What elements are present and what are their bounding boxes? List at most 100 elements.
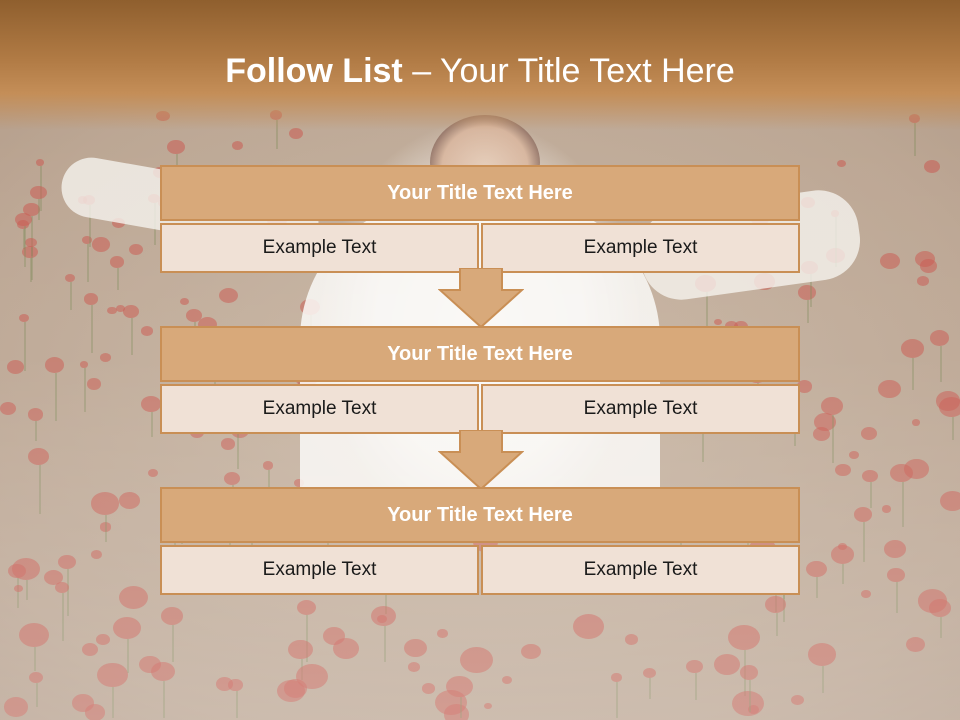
down-arrow-icon bbox=[438, 430, 524, 490]
poppy-flower bbox=[837, 159, 846, 167]
poppy-stem bbox=[171, 624, 174, 663]
block-cell-right: Example Text bbox=[481, 545, 800, 595]
poppy-flower bbox=[911, 418, 921, 426]
poppy-flower bbox=[44, 570, 64, 586]
poppy-stem bbox=[31, 215, 34, 256]
poppy-stem bbox=[870, 482, 873, 508]
poppy-stem bbox=[54, 372, 57, 422]
poppy-flower bbox=[812, 426, 831, 441]
poppy-flower bbox=[147, 468, 158, 477]
block-title: Your Title Text Here bbox=[160, 487, 800, 543]
poppy-flower bbox=[96, 634, 110, 646]
poppy-flower bbox=[30, 186, 47, 200]
block-cell-left: Example Text bbox=[160, 545, 479, 595]
block-cell-left: Example Text bbox=[160, 223, 479, 273]
poppy-flower bbox=[86, 378, 102, 390]
poppy-stem bbox=[23, 226, 26, 268]
poppy-stem bbox=[694, 673, 697, 700]
poppy-flower bbox=[277, 680, 306, 703]
poppy-flower bbox=[862, 469, 879, 483]
poppy-flower bbox=[288, 639, 313, 660]
poppy-flower bbox=[18, 623, 49, 648]
poppy-flower bbox=[141, 326, 154, 336]
poppy-flower bbox=[83, 293, 99, 305]
poppy-flower bbox=[99, 352, 112, 363]
poppy-flower bbox=[854, 507, 873, 522]
poppy-flower bbox=[27, 448, 50, 466]
poppy-flower bbox=[643, 667, 656, 678]
poppy-flower bbox=[91, 237, 111, 252]
poppy-flower bbox=[408, 662, 421, 673]
poppy-flower bbox=[0, 402, 17, 416]
poppy-flower bbox=[160, 607, 183, 625]
poppy-flower bbox=[878, 379, 902, 399]
poppy-flower bbox=[64, 273, 76, 282]
poppy-stem bbox=[914, 123, 917, 157]
poppy-flower bbox=[916, 275, 930, 286]
poppy-flower bbox=[923, 159, 941, 174]
title-band bbox=[0, 0, 960, 130]
poppy-flower bbox=[71, 693, 95, 712]
poppy-stem bbox=[806, 299, 809, 323]
poppy-flower bbox=[7, 360, 25, 374]
poppy-stem bbox=[91, 304, 93, 354]
poppy-flower bbox=[422, 683, 435, 694]
poppy-stem bbox=[705, 292, 708, 342]
poppy-flower bbox=[748, 704, 760, 714]
poppy-flower bbox=[215, 676, 234, 691]
poppy-flower bbox=[879, 253, 900, 269]
slide-title-bold: Follow List bbox=[225, 52, 403, 90]
poppy-flower bbox=[91, 492, 120, 515]
block-cell-right: Example Text bbox=[481, 384, 800, 434]
poppy-stem bbox=[912, 357, 915, 391]
poppy-flower bbox=[624, 634, 638, 646]
poppy-flower bbox=[805, 560, 827, 578]
poppy-stem bbox=[275, 119, 278, 150]
poppy-stem bbox=[749, 679, 752, 713]
poppy-flower bbox=[520, 643, 541, 660]
poppy-stem bbox=[38, 465, 41, 514]
poppy-flower bbox=[224, 471, 241, 485]
poppy-flower bbox=[714, 318, 723, 326]
poppy-flower bbox=[900, 339, 924, 358]
poppy-flower bbox=[820, 396, 844, 415]
poppy-flower bbox=[807, 643, 837, 666]
poppy-flower bbox=[883, 540, 906, 558]
poppy-stem bbox=[33, 647, 36, 672]
poppy-flower bbox=[22, 246, 38, 259]
poppy-flower bbox=[860, 426, 877, 440]
poppy-stem bbox=[29, 258, 32, 282]
block-cell-right: Example Text bbox=[481, 223, 800, 273]
poppy-flower bbox=[141, 395, 161, 412]
down-arrow-icon bbox=[438, 268, 524, 328]
poppy-flower bbox=[45, 357, 65, 373]
list-block-1: Your Title Text Here Example Text Exampl… bbox=[160, 165, 800, 273]
poppy-stem bbox=[116, 267, 119, 290]
poppy-flower bbox=[25, 237, 37, 247]
block-title: Your Title Text Here bbox=[160, 326, 800, 382]
poppy-stem bbox=[939, 345, 942, 382]
poppy-flower bbox=[443, 704, 470, 720]
poppy-stem bbox=[939, 616, 942, 639]
poppy-flower bbox=[109, 256, 124, 268]
poppy-flower bbox=[57, 554, 76, 570]
poppy-stem bbox=[384, 580, 387, 615]
poppy-flower bbox=[3, 697, 29, 717]
poppy-flower bbox=[572, 614, 604, 639]
poppy-flower bbox=[288, 127, 303, 139]
poppy-stem bbox=[649, 677, 652, 699]
poppy-flower bbox=[501, 675, 512, 685]
slide-title-rest: – Your Title Text Here bbox=[402, 52, 735, 90]
poppy-flower bbox=[919, 259, 937, 273]
poppy-flower bbox=[686, 659, 704, 674]
poppy-flower bbox=[765, 595, 787, 613]
block-row: Example Text Example Text bbox=[160, 223, 800, 273]
poppy-flower bbox=[906, 637, 925, 653]
poppy-flower bbox=[725, 320, 738, 331]
poppy-flower bbox=[118, 492, 141, 510]
poppy-flower bbox=[231, 140, 244, 150]
poppy-flower bbox=[186, 309, 202, 322]
poppy-flower bbox=[129, 244, 144, 256]
block-row: Example Text Example Text bbox=[160, 384, 800, 434]
poppy-flower bbox=[180, 298, 190, 306]
